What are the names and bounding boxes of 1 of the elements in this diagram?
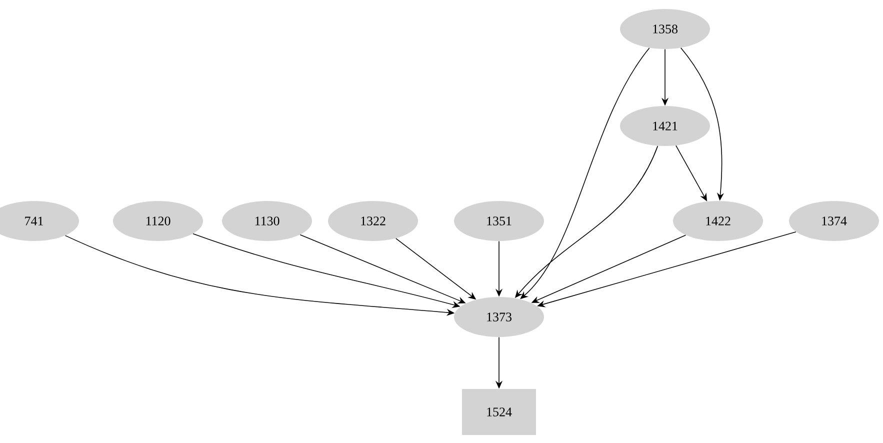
process-box: 1524 — [462, 389, 536, 435]
